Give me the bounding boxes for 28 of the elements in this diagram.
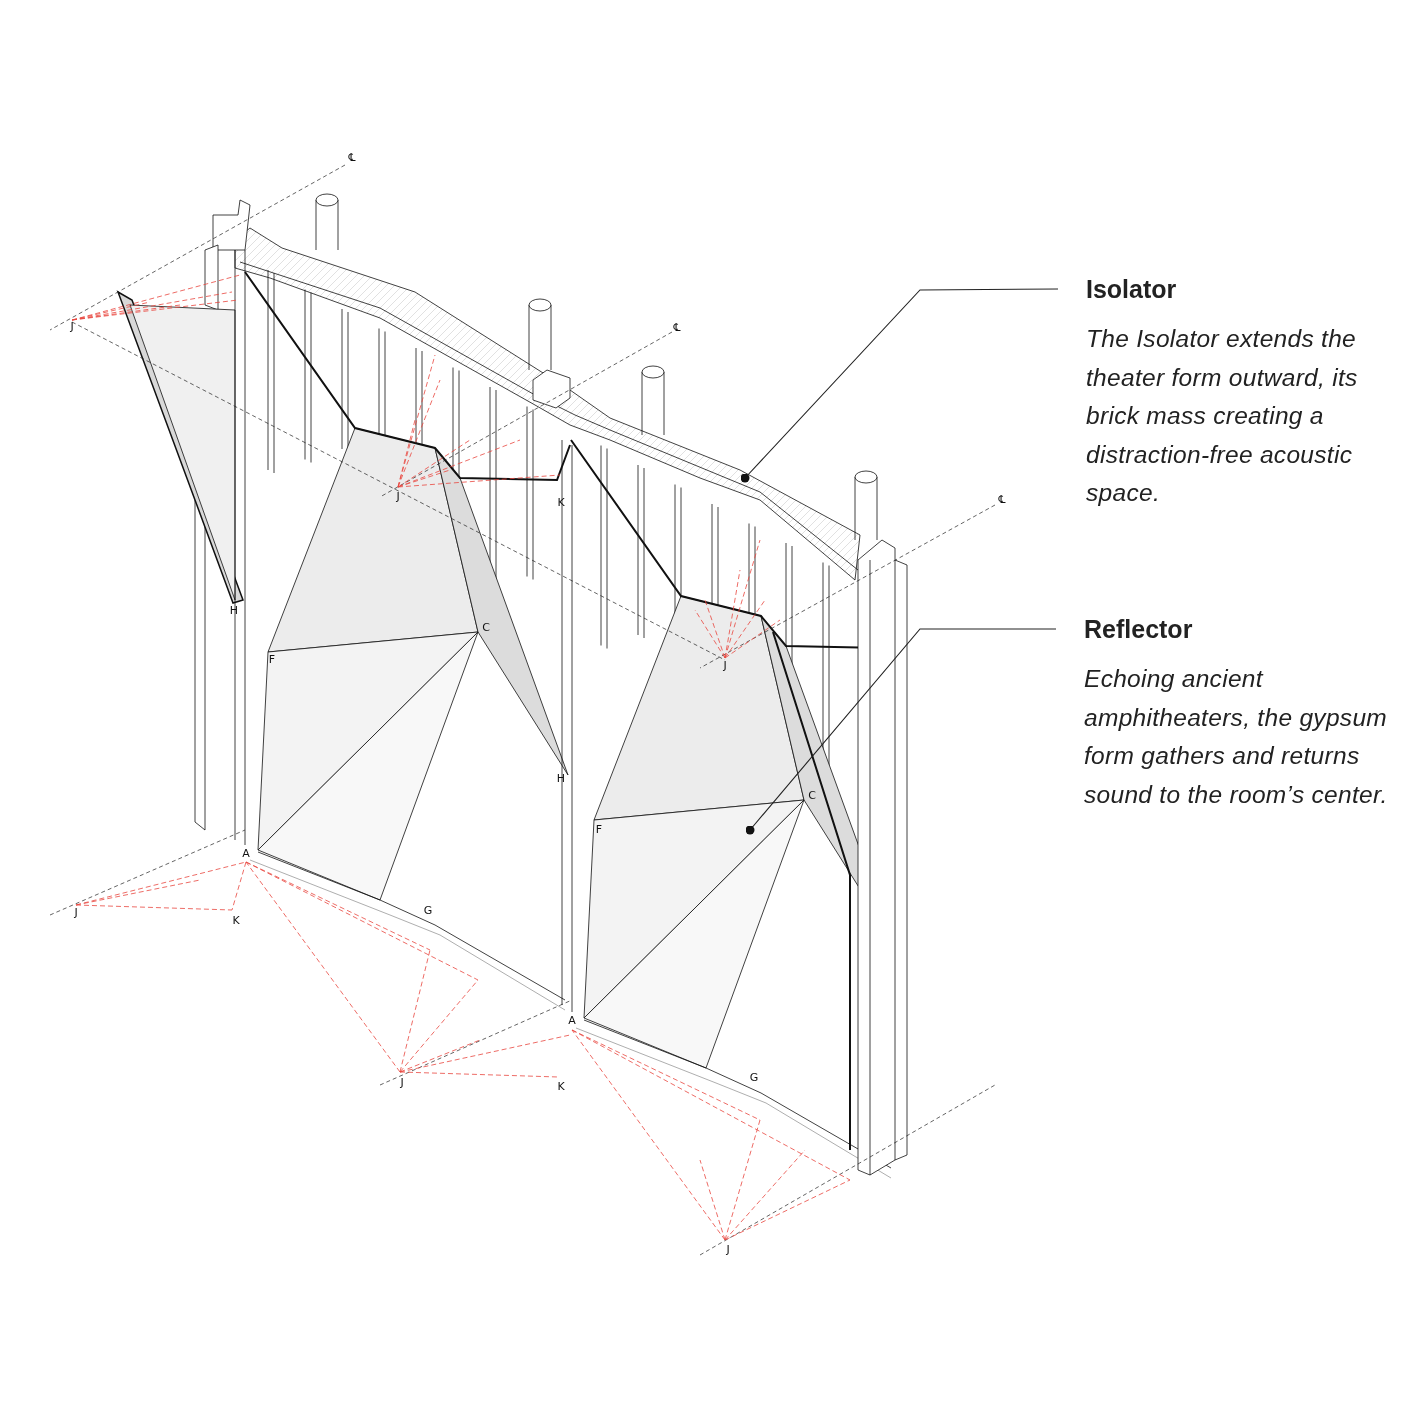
leader-line [740,288,1059,483]
callout-heading: Isolator [1086,274,1178,305]
point-label: K [232,915,240,927]
point-label: J [400,1077,404,1089]
point-label: A [242,848,250,860]
point-label: H [229,605,239,617]
callout-text: The Isolator extends the theater form outward, its brick mass creating a distraction-free acoustic space. [1086,324,1359,508]
point-label: K [557,497,565,509]
point-label: J [726,1244,730,1256]
point-label: C [482,622,490,634]
point-label: H [556,773,566,785]
callout-heading: Reflector [1084,614,1194,645]
point-label: A [568,1015,576,1027]
point-label: J [74,907,78,919]
point-label: ℄ [998,494,1006,506]
point-label: F [595,824,603,836]
point-label: J [723,660,727,672]
point-label: F [268,654,276,666]
callout-text: Echoing ancient amphitheaters, the gypsum form gathers and returns sound to the room’s center. [1084,664,1389,810]
point-label: K [557,1081,565,1093]
leader-line [745,628,1057,835]
point-label: G [423,905,433,917]
point-label: C [808,790,816,802]
point-label: ℄ [348,152,356,164]
point-label: J [70,321,74,333]
point-label: J [396,491,400,503]
point-label: G [749,1072,759,1084]
point-label: ℄ [673,322,681,334]
